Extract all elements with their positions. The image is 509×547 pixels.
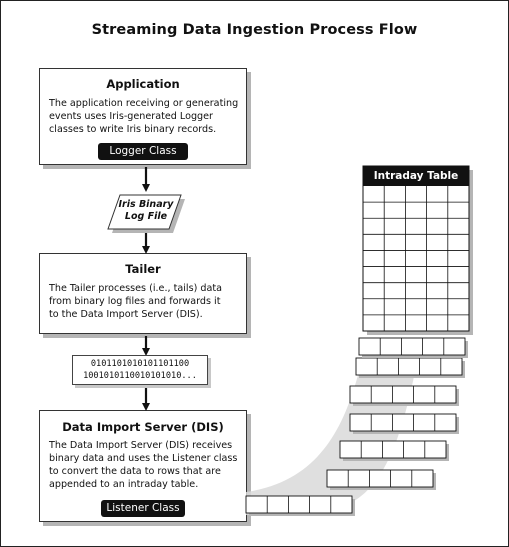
moving-row — [349, 385, 457, 404]
binary-data-box: 0101101010101101100 1001010110010101010.… — [72, 355, 208, 385]
application-line: The application receiving or generating — [49, 98, 239, 109]
logfile-line-2: Log File — [124, 211, 168, 222]
tailer-line: from binary log files and forwards it — [49, 296, 221, 307]
dis-heading: Data Import Server (DIS) — [62, 420, 224, 434]
logfile-label: Iris Binary Log File — [112, 199, 180, 223]
listener-class-badge: Listener Class — [101, 500, 185, 517]
diagram-title: Streaming Data Ingestion Process Flow — [91, 22, 418, 38]
moving-row — [245, 495, 353, 514]
dis-line: The Data Import Server (DIS) receives — [49, 440, 233, 451]
moving-row — [355, 357, 463, 376]
application-line: classes to write Iris binary records. — [49, 124, 217, 135]
application-description: The application receiving or generating … — [49, 97, 246, 136]
moving-row — [339, 440, 447, 459]
logfile-line-1: Iris Binary — [118, 199, 174, 210]
dis-line: binary data and uses the Listener class — [49, 453, 238, 464]
application-heading: Application — [106, 77, 180, 91]
logfile-shape — [107, 194, 182, 230]
binary-line-2: 1001010110010101010... — [83, 371, 197, 381]
logger-class-badge: Logger Class — [98, 143, 188, 160]
intraday-table-grid — [363, 186, 469, 331]
intraday-table-body — [362, 165, 470, 332]
tailer-box: Tailer The Tailer processes (i.e., tails… — [39, 253, 247, 334]
intraday-table-title: Intraday Table — [363, 166, 469, 186]
dis-line: to convert the data to rows that are — [49, 466, 221, 477]
tailer-line: to the Data Import Server (DIS). — [49, 309, 203, 320]
tailer-description: The Tailer processes (i.e., tails) data … — [49, 282, 246, 321]
application-line: events uses Iris-generated Logger — [49, 111, 213, 122]
dis-box: Data Import Server (DIS) The Data Import… — [39, 410, 247, 522]
dis-line: appended to an intraday table. — [49, 479, 199, 490]
moving-row — [326, 469, 434, 488]
dis-description: The Data Import Server (DIS) receives bi… — [49, 439, 246, 491]
moving-row — [358, 337, 466, 356]
tailer-line: The Tailer processes (i.e., tails) data — [49, 283, 222, 294]
application-box: Application The application receiving or… — [39, 68, 247, 165]
binary-line-1: 0101101010101101100 — [90, 359, 190, 369]
moving-rows — [245, 337, 468, 516]
moving-row — [349, 413, 457, 432]
tailer-heading: Tailer — [125, 262, 161, 276]
